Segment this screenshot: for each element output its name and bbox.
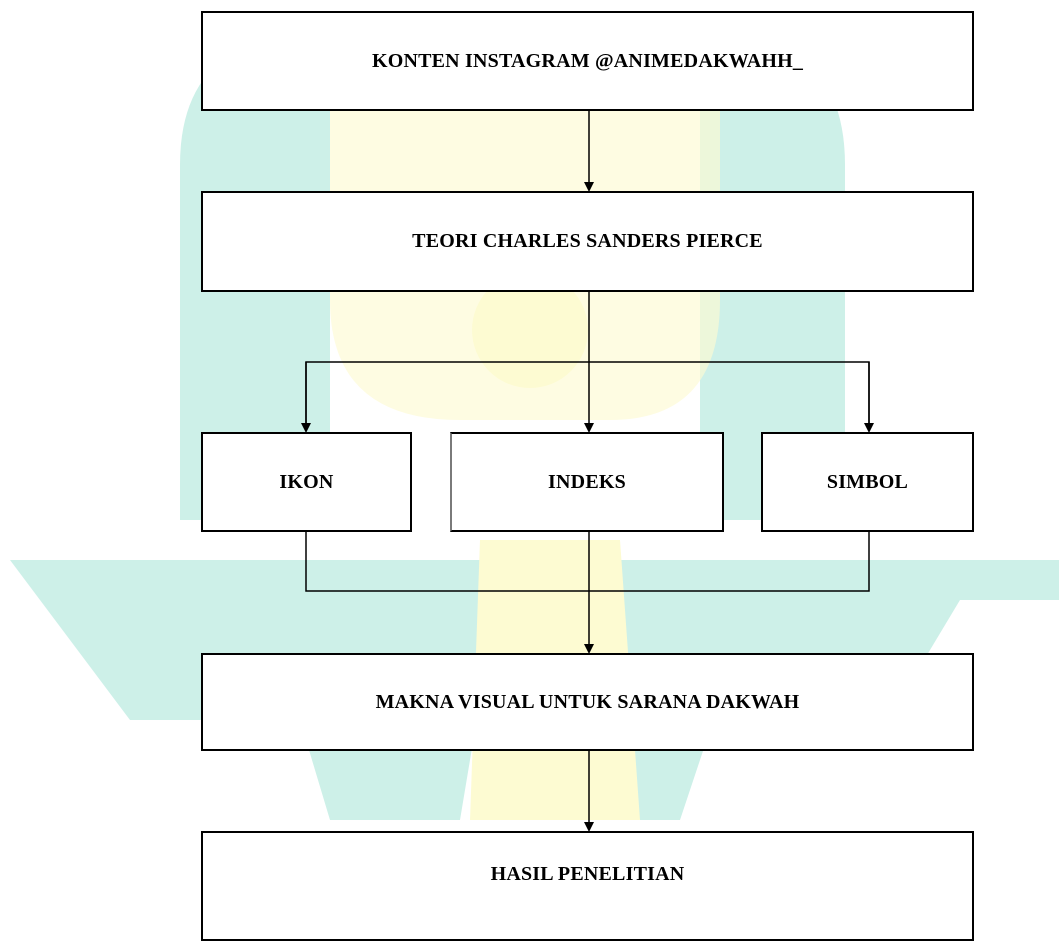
merge-line bbox=[305, 532, 870, 592]
node-label: HASIL PENELITIAN bbox=[490, 862, 685, 885]
node-ikon: IKON bbox=[201, 432, 412, 532]
node-hasil-penelitian: HASIL PENELITIAN bbox=[201, 831, 974, 941]
node-label: SIMBOL bbox=[826, 470, 909, 493]
node-makna-visual: MAKNA VISUAL UNTUK SARANA DAKWAH bbox=[201, 653, 974, 751]
node-simbol: SIMBOL bbox=[761, 432, 974, 532]
node-label: KONTEN INSTAGRAM @ANIMEDAKWAHH_ bbox=[371, 49, 804, 72]
node-label: INDEKS bbox=[548, 470, 626, 493]
node-teori: TEORI CHARLES SANDERS PIERCE bbox=[201, 191, 974, 292]
branch-line bbox=[305, 361, 870, 431]
node-indeks: INDEKS bbox=[450, 432, 724, 532]
node-konten-instagram: KONTEN INSTAGRAM @ANIMEDAKWAHH_ bbox=[201, 11, 974, 111]
node-label: MAKNA VISUAL UNTUK SARANA DAKWAH bbox=[375, 690, 800, 713]
node-label: TEORI CHARLES SANDERS PIERCE bbox=[412, 230, 763, 252]
node-label: IKON bbox=[279, 470, 334, 493]
